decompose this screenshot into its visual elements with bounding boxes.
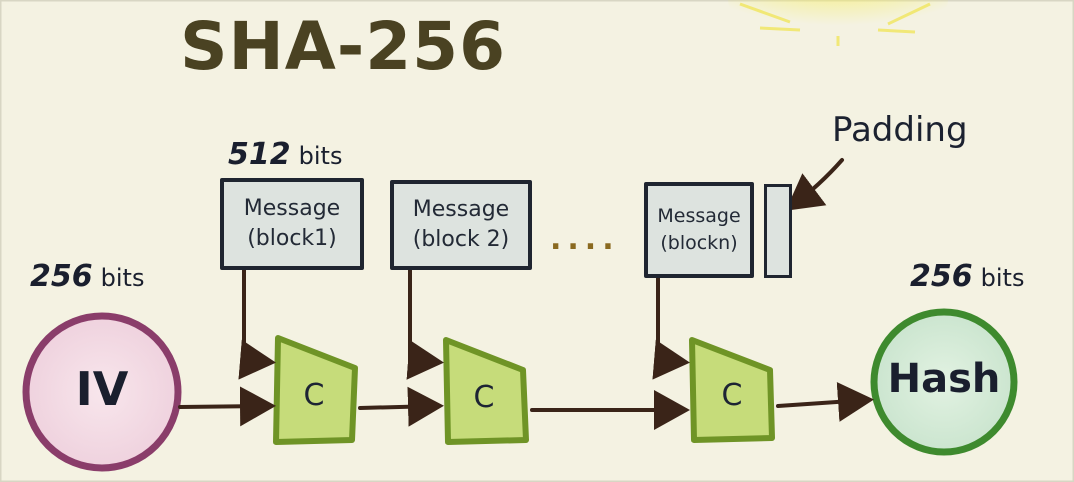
compression-block-1 [273, 335, 358, 445]
compression-block-2 [443, 337, 529, 445]
compression-label-n: C [721, 378, 743, 413]
page-title: SHA-256 [180, 8, 507, 85]
hash-size-unit: bits [980, 264, 1025, 292]
message-block-n-line2: (blockn) [660, 232, 738, 254]
iv-label: IV [75, 362, 129, 416]
compression-label-2: C [473, 380, 495, 415]
message-block-n-line1: Message [657, 205, 741, 227]
arrow-padding-pointer [785, 158, 844, 211]
block-size-number: 512 [228, 137, 291, 172]
block-size-unit: bits [298, 142, 343, 170]
arrow-msgn-to-cn [652, 274, 690, 380]
arrow-iv-to-c1 [178, 386, 276, 427]
iv-size-unit: bits [100, 264, 145, 292]
arrow-c1-to-c2 [358, 386, 444, 427]
message-block-2-line1: Message [412, 197, 510, 222]
sun-icon [728, 0, 948, 46]
message-block-1-line1: Message [243, 196, 341, 221]
arrow-msg1-to-c1 [238, 266, 276, 380]
compression-block-n [689, 337, 775, 443]
padding-label: Padding [832, 110, 968, 150]
iv-size-number: 256 [30, 259, 93, 294]
message-block-n: Message (blockn) [644, 182, 754, 278]
iv-circle [22, 312, 182, 472]
message-block-2: Message (block 2) [390, 180, 532, 270]
hash-size-number: 256 [910, 259, 973, 294]
hash-circle [870, 308, 1018, 456]
arrow-cn-to-hash [776, 381, 874, 422]
ellipsis: .... [550, 222, 620, 257]
padding-block [764, 184, 792, 278]
arrow-msg2-to-c2 [406, 266, 444, 380]
message-block-1: Message (block1) [220, 178, 364, 270]
hash-label: Hash [887, 356, 1001, 402]
compression-label-1: C [303, 378, 325, 413]
message-block-1-line2: (block1) [247, 226, 337, 251]
message-block-2-line2: (block 2) [412, 227, 510, 252]
